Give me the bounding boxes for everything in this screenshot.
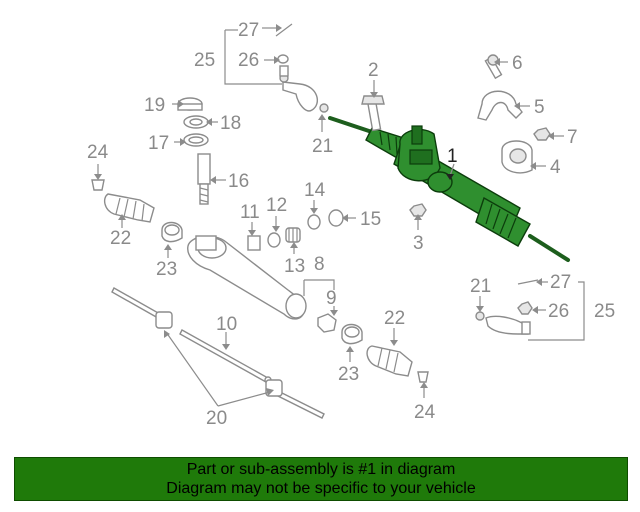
ring-18[interactable] [183, 115, 209, 129]
callout-15: 15 [360, 209, 381, 230]
callout-26-upper: 26 [238, 50, 259, 71]
clip-24-lower[interactable] [417, 371, 429, 383]
callout-5: 5 [534, 97, 545, 118]
callout-18: 18 [220, 113, 241, 134]
nut-9[interactable] [317, 313, 337, 333]
callout-22-upper: 22 [110, 228, 131, 249]
spring-13[interactable] [285, 227, 301, 243]
bolt-6[interactable] [484, 54, 503, 80]
nut-3[interactable] [409, 203, 427, 217]
callout-21-lower: 21 [470, 276, 491, 297]
callout-10: 10 [216, 314, 237, 335]
callout-labels: 27 25 26 2 6 5 7 4 1 3 21 19 18 17 16 24… [87, 20, 615, 429]
ring-14[interactable] [307, 214, 321, 230]
ring-17[interactable] [183, 133, 209, 147]
callout-9: 9 [326, 288, 337, 309]
ring-12[interactable] [267, 232, 281, 248]
callout-12: 12 [266, 195, 287, 216]
callout-3: 3 [413, 233, 424, 254]
bushing-4[interactable] [501, 140, 533, 174]
callout-11: 11 [240, 202, 260, 223]
clip-21-upper [319, 103, 329, 113]
callout-2: 2 [368, 60, 379, 81]
seal-19[interactable] [177, 97, 203, 111]
callout-7: 7 [567, 127, 578, 148]
callout-6: 6 [512, 53, 523, 74]
callout-13: 13 [284, 256, 305, 277]
boot-22-upper[interactable] [103, 193, 155, 223]
steering-rack-assembly[interactable] [328, 116, 570, 262]
parts-diagram: 27 25 26 2 6 5 7 4 1 3 21 19 18 17 16 24… [87, 20, 615, 429]
callout-8: 8 [314, 254, 325, 275]
bushing-23-upper[interactable] [161, 221, 183, 243]
gear-housing-8[interactable] [187, 235, 307, 320]
inner-tie-rod-right-20[interactable] [265, 379, 325, 419]
inner-tie-rod-left-20[interactable] [111, 287, 173, 329]
callout-17: 17 [148, 133, 169, 154]
nut-7[interactable] [533, 127, 551, 141]
tie-rod-end-lower[interactable] [475, 279, 539, 335]
nut-26-upper [277, 54, 289, 64]
callout-25-upper: 25 [194, 50, 215, 71]
tie-rod-end-upper[interactable] [275, 23, 329, 113]
callout-24-lower: 24 [414, 402, 436, 423]
bushing-11[interactable] [247, 235, 261, 251]
pinion-16[interactable] [197, 153, 211, 205]
callout-27-lower: 27 [550, 272, 571, 293]
callout-20: 20 [206, 408, 227, 429]
info-banner: Part or sub-assembly is #1 in diagram Di… [14, 457, 628, 501]
banner-line-1: Part or sub-assembly is #1 in diagram [186, 461, 456, 478]
callout-23-upper: 23 [156, 259, 177, 280]
callout-21-upper: 21 [312, 136, 333, 157]
callout-22-lower: 22 [384, 308, 405, 329]
bolt-2[interactable] [361, 95, 385, 132]
banner-line-2: Diagram may not be specific to your vehi… [166, 480, 476, 497]
plug-15[interactable] [328, 209, 344, 227]
bushing-23-lower[interactable] [341, 323, 363, 345]
callout-19: 19 [144, 95, 165, 116]
callout-26-lower: 26 [548, 301, 569, 322]
callout-25-lower: 25 [594, 301, 615, 322]
bracket-5[interactable] [477, 90, 523, 121]
clip-24-upper[interactable] [91, 179, 105, 191]
callout-14: 14 [304, 180, 326, 201]
leader-lines [94, 24, 564, 407]
cotter-pin-27-upper [275, 23, 293, 37]
callout-24-upper: 24 [87, 142, 109, 163]
callout-1: 1 [447, 146, 458, 167]
callout-4: 4 [550, 157, 561, 178]
callout-23-lower: 23 [338, 364, 359, 385]
callout-16: 16 [228, 171, 249, 192]
boot-22-lower[interactable] [366, 345, 413, 377]
callout-27-upper: 27 [238, 20, 259, 41]
